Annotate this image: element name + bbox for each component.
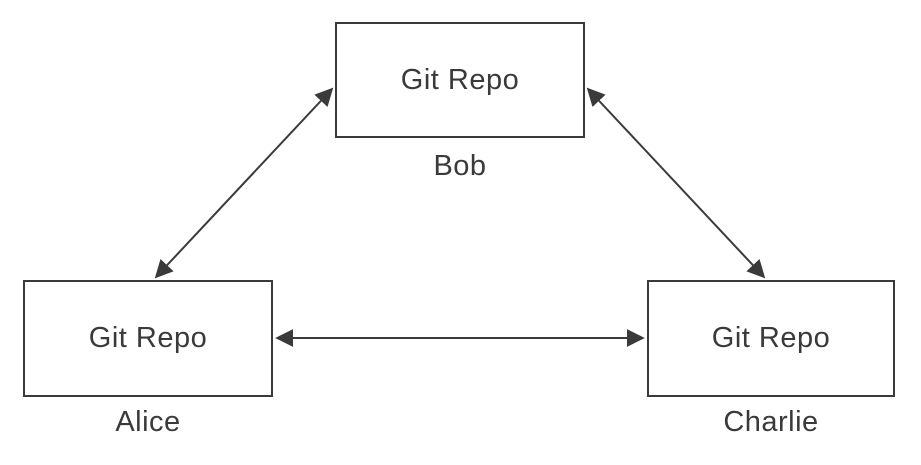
node-box-label: Git Repo: [400, 63, 520, 96]
node-box-alice: Git Repo: [23, 280, 273, 397]
edge-bob-charlie-arrow: [586, 87, 766, 279]
node-box-label: Git Repo: [88, 322, 208, 354]
owner-label-bob: Bob: [433, 150, 487, 182]
owner-label-alice: Alice: [115, 406, 181, 438]
edge-bob-alice-arrow: [154, 87, 334, 279]
owner-label-charlie: Charlie: [723, 406, 819, 438]
node-box-bob: Git Repo: [335, 22, 585, 138]
node-box-label: Git Repo: [711, 322, 831, 354]
node-box-charlie: Git Repo: [647, 280, 895, 397]
